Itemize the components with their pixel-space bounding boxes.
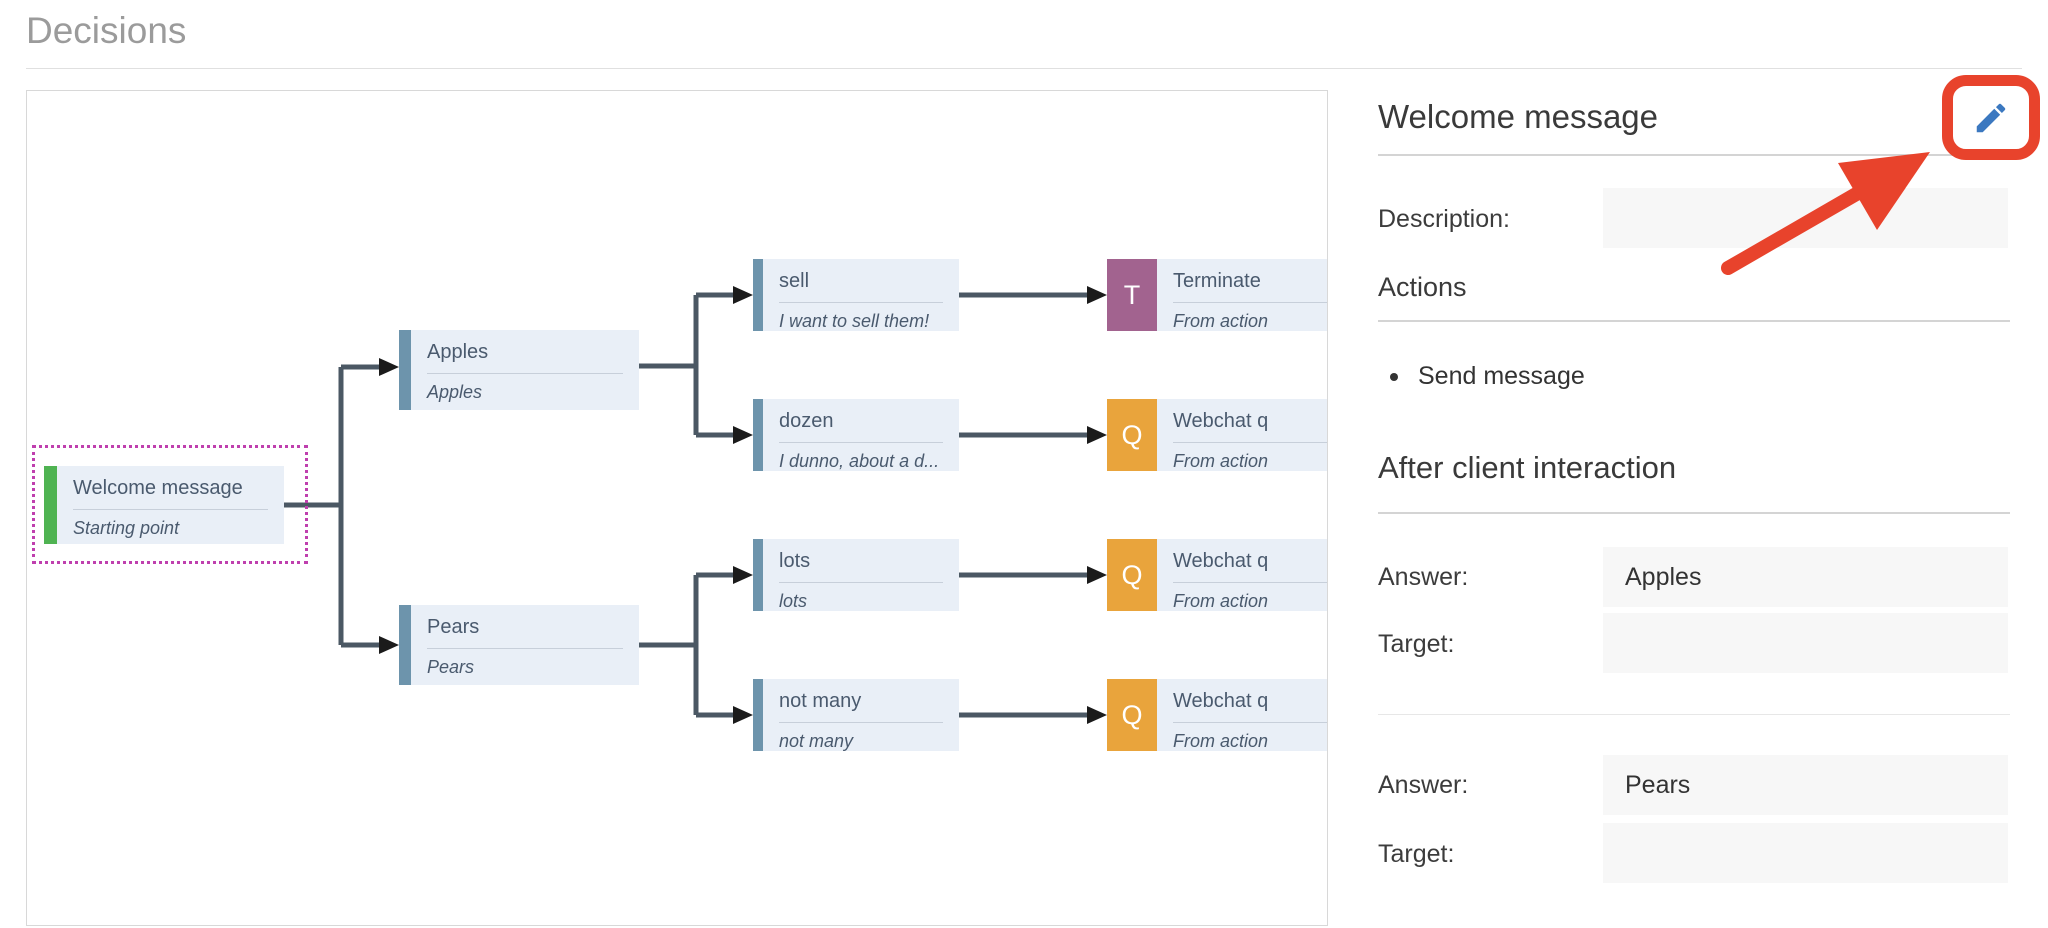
edit-button[interactable] <box>1961 93 2021 142</box>
node-title: lots <box>779 550 943 583</box>
node-title: Webchat q <box>1173 690 1327 723</box>
decision-node-bar <box>399 330 411 410</box>
description-label: Description: <box>1378 205 1510 233</box>
row-divider <box>1378 714 2010 715</box>
node-subtitle: From action <box>1173 591 1269 611</box>
node-apples[interactable]: Apples Apples <box>399 330 639 410</box>
node-subtitle: Apples <box>427 382 483 402</box>
decision-node-bar <box>753 679 763 751</box>
target-value-1 <box>1603 613 2008 673</box>
node-subtitle: Pears <box>427 657 475 677</box>
node-title: Apples <box>427 341 623 374</box>
node-title: Webchat q <box>1173 410 1327 443</box>
decision-node-bar <box>753 399 763 471</box>
answer-value-1: Apples <box>1603 547 2008 607</box>
node-webchat-q-2[interactable]: Q Webchat q From action <box>1107 539 1327 611</box>
question-badge: Q <box>1107 539 1157 611</box>
decision-tree-canvas[interactable]: Welcome message Starting point Apples Ap… <box>26 90 1328 926</box>
node-subtitle: lots <box>779 591 808 611</box>
page-title-divider <box>26 68 2022 69</box>
action-label: Send message <box>1418 362 1585 390</box>
node-subtitle: From action <box>1173 731 1269 751</box>
decision-node-bar <box>399 605 411 685</box>
node-subtitle: I want to sell them! <box>779 311 930 331</box>
node-subtitle: not many <box>779 731 854 751</box>
target-label-2: Target: <box>1378 840 1455 868</box>
node-sell[interactable]: sell I want to sell them! <box>753 259 959 331</box>
node-subtitle: I dunno, about a d... <box>779 451 940 471</box>
node-webchat-q-3[interactable]: Q Webchat q From action <box>1107 679 1327 751</box>
node-title: sell <box>779 270 943 303</box>
node-subtitle: From action <box>1173 311 1269 331</box>
panel-title: Welcome message <box>1378 98 1659 135</box>
target-label-1: Target: <box>1378 630 1455 658</box>
after-interaction-divider <box>1378 512 2010 514</box>
node-title: not many <box>779 690 943 723</box>
selected-node-outline <box>32 445 308 564</box>
actions-heading: Actions <box>1378 272 1467 302</box>
node-webchat-q-1[interactable]: Q Webchat q From action <box>1107 399 1327 471</box>
answer-label-2: Answer: <box>1378 771 1469 799</box>
panel-title-divider <box>1378 154 2010 156</box>
target-value-2 <box>1603 823 2008 883</box>
action-list-item: Send message <box>1390 362 1585 391</box>
node-title: Webchat q <box>1173 550 1327 583</box>
node-subtitle: Starting point <box>73 518 180 538</box>
pencil-icon <box>1976 103 2006 132</box>
decision-node-bar <box>753 259 763 331</box>
node-dozen[interactable]: dozen I dunno, about a d... <box>753 399 959 471</box>
start-node-bar <box>44 466 57 544</box>
node-pears[interactable]: Pears Pears <box>399 605 639 685</box>
connector-edges <box>284 286 1107 724</box>
actions-divider <box>1378 320 2010 322</box>
answer-value-2: Pears <box>1603 755 2008 815</box>
node-title: Welcome message <box>73 477 268 510</box>
question-badge: Q <box>1107 399 1157 471</box>
node-lots[interactable]: lots lots <box>753 539 959 611</box>
annotation-circle <box>1942 75 2040 160</box>
decision-node-bar <box>753 539 763 611</box>
node-title: Terminate <box>1173 270 1327 303</box>
node-subtitle: From action <box>1173 451 1269 471</box>
bullet-icon <box>1390 372 1398 381</box>
answer-label-1: Answer: <box>1378 563 1469 591</box>
description-value <box>1603 188 2008 248</box>
terminate-badge: T <box>1107 259 1157 331</box>
after-interaction-heading: After client interaction <box>1378 450 1677 485</box>
node-terminate[interactable]: T Terminate From action <box>1107 259 1327 331</box>
node-not-many[interactable]: not many not many <box>753 679 959 751</box>
node-welcome-message[interactable]: Welcome message Starting point <box>44 466 284 544</box>
node-title: dozen <box>779 410 943 443</box>
page-title: Decisions <box>26 10 187 51</box>
question-badge: Q <box>1107 679 1157 751</box>
node-title: Pears <box>427 616 623 649</box>
